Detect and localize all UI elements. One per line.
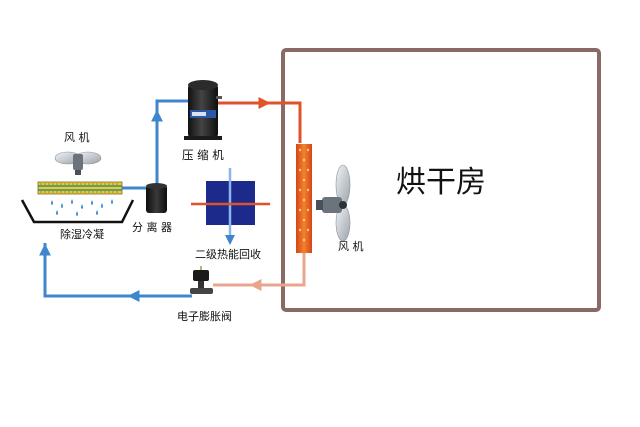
condenser-coil — [296, 144, 312, 253]
condensate-drops — [51, 199, 113, 216]
return-pipe — [213, 253, 306, 287]
expansion-valve-label: 电子膨胀阀 — [177, 309, 232, 323]
heat-recovery-label: 二级热能回收 — [195, 247, 261, 261]
drip-tray — [20, 199, 135, 224]
suction-pipe — [155, 99, 188, 185]
right-fan-icon — [316, 164, 351, 242]
expansion-valve-icon — [190, 266, 213, 294]
top-fan-label: 风 机 — [64, 130, 90, 144]
separator-label: 分 离 器 — [132, 220, 172, 234]
compressor-icon — [184, 80, 222, 140]
hot-discharge-pipe — [218, 101, 302, 143]
dehumidifier-label: 除湿冷凝 — [60, 227, 104, 241]
compressor-label: 压 缩 机 — [182, 148, 224, 162]
top-fan-icon — [54, 151, 102, 175]
right-fan-label: 风 机 — [338, 239, 364, 253]
cold-return-pipe — [43, 243, 192, 298]
drying-room-label: 烘干房 — [396, 165, 486, 200]
separator-icon — [146, 183, 167, 213]
heat-recovery-exchanger — [191, 168, 270, 245]
drying-room-box — [281, 48, 601, 312]
dehumidifier-coil — [37, 181, 123, 195]
